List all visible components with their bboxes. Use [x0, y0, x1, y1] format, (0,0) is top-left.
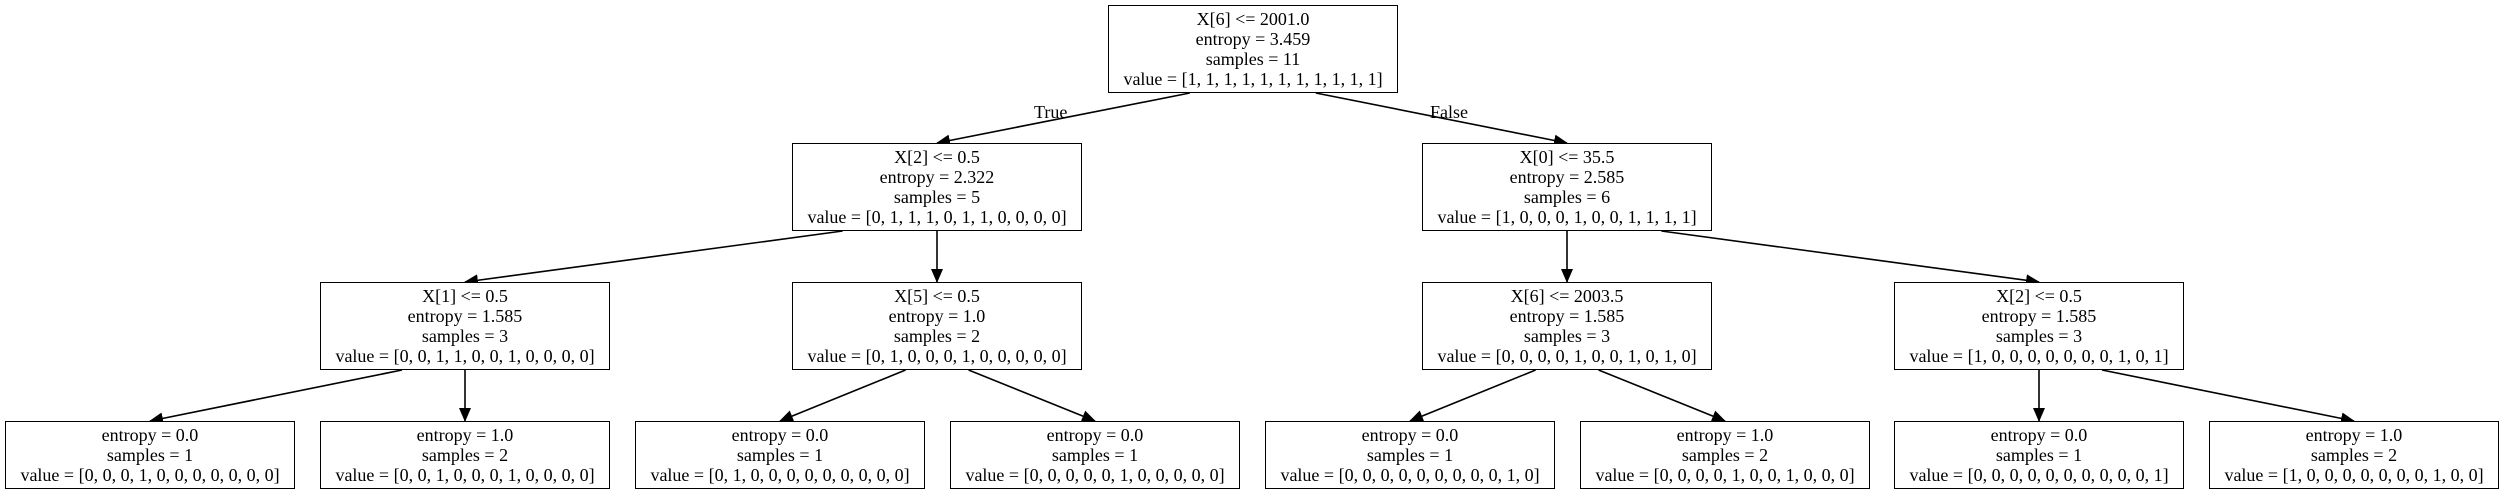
node-line: value = [0, 0, 0, 0, 1, 0, 0, 1, 0, 0, 0…	[1595, 465, 1855, 485]
node-line: X[6] <= 2001.0	[1196, 9, 1310, 29]
node-line: samples = 3	[421, 326, 509, 346]
node-line: samples = 3	[1995, 326, 2083, 346]
node-line: samples = 1	[736, 445, 824, 465]
edge-label-false: False	[1430, 102, 1468, 122]
node-line: entropy = 1.0	[416, 425, 514, 445]
node-line: entropy = 2.322	[879, 167, 995, 187]
node-line: value = [0, 0, 0, 0, 0, 0, 0, 0, 0, 1, 0…	[1280, 465, 1540, 485]
node-line: X[1] <= 0.5	[422, 286, 508, 306]
node-line: X[2] <= 0.5	[1996, 286, 2082, 306]
node-line: value = [0, 0, 0, 0, 1, 0, 0, 1, 0, 1, 0…	[1437, 346, 1697, 366]
node-line: samples = 1	[106, 445, 194, 465]
node-line: entropy = 0.0	[1046, 425, 1144, 445]
node-line: X[2] <= 0.5	[894, 147, 980, 167]
node-line: samples = 3	[1523, 326, 1611, 346]
node-line: entropy = 1.0	[888, 306, 986, 326]
node-line: value = [1, 0, 0, 0, 0, 0, 0, 0, 1, 0, 1…	[1909, 346, 2169, 366]
node-line: entropy = 2.585	[1509, 167, 1625, 187]
edge-n5-n11	[1409, 369, 1536, 422]
node-line: entropy = 1.0	[2305, 425, 2403, 445]
node-line: samples = 1	[1995, 445, 2083, 465]
node-line: entropy = 0.0	[1361, 425, 1459, 445]
node-line: value = [0, 0, 0, 1, 0, 0, 0, 0, 0, 0, 0…	[20, 465, 280, 485]
node-line: samples = 11	[1205, 49, 1301, 69]
node-line: value = [1, 1, 1, 1, 1, 1, 1, 1, 1, 1, 1…	[1123, 69, 1383, 89]
node-line: samples = 5	[893, 187, 981, 207]
node-line: samples = 6	[1523, 187, 1611, 207]
node-line: value = [1, 0, 0, 0, 1, 0, 0, 1, 1, 1, 1…	[1437, 207, 1697, 227]
node-line: value = [0, 1, 0, 0, 0, 0, 0, 0, 0, 0, 0…	[650, 465, 910, 485]
node-line: entropy = 1.0	[1676, 425, 1774, 445]
edge-n2-n6	[1661, 230, 2040, 287]
node-line: samples = 1	[1051, 445, 1139, 465]
node-line: value = [1, 0, 0, 0, 0, 0, 0, 0, 1, 0, 0…	[2224, 465, 2484, 485]
node-line: entropy = 1.585	[1981, 306, 2097, 326]
node-line: value = [0, 0, 1, 0, 0, 0, 1, 0, 0, 0, 0…	[335, 465, 595, 485]
node-line: samples = 2	[893, 326, 981, 346]
edge-n0-n1	[936, 92, 1190, 147]
node-line: value = [0, 1, 1, 1, 0, 1, 1, 0, 0, 0, 0…	[807, 207, 1067, 227]
node-line: value = [0, 0, 0, 0, 0, 1, 0, 0, 0, 0, 0…	[965, 465, 1225, 485]
node-line: X[5] <= 0.5	[894, 286, 980, 306]
node-line: samples = 2	[1681, 445, 1769, 465]
node-line: value = [0, 0, 0, 0, 0, 0, 0, 0, 0, 0, 1…	[1909, 465, 2169, 485]
node-line: entropy = 1.585	[407, 306, 523, 326]
edge-label-true: True	[1034, 102, 1068, 122]
edge-n3-n7	[149, 369, 403, 425]
edge-n0-n2	[1315, 92, 1568, 147]
node-line: value = [0, 1, 0, 0, 0, 1, 0, 0, 0, 0, 0…	[807, 346, 1067, 366]
edge-n4-n9	[779, 369, 906, 422]
node-line: entropy = 0.0	[731, 425, 829, 445]
edge-n5-n12	[1598, 369, 1726, 422]
node-line: samples = 2	[421, 445, 509, 465]
node-line: X[6] <= 2003.5	[1510, 286, 1624, 306]
node-line: value = [0, 0, 1, 1, 0, 0, 1, 0, 0, 0, 0…	[335, 346, 595, 366]
node-line: samples = 2	[2310, 445, 2398, 465]
edge-n6-n14	[2101, 369, 2355, 425]
node-line: X[0] <= 35.5	[1519, 147, 1615, 167]
edge-n4-n10	[968, 369, 1096, 422]
edge-n1-n3	[464, 230, 843, 287]
node-line: entropy = 0.0	[101, 425, 199, 445]
node-line: entropy = 3.459	[1195, 29, 1311, 49]
node-line: entropy = 1.585	[1509, 306, 1625, 326]
node-line: entropy = 0.0	[1990, 425, 2088, 445]
node-line: samples = 1	[1366, 445, 1454, 465]
